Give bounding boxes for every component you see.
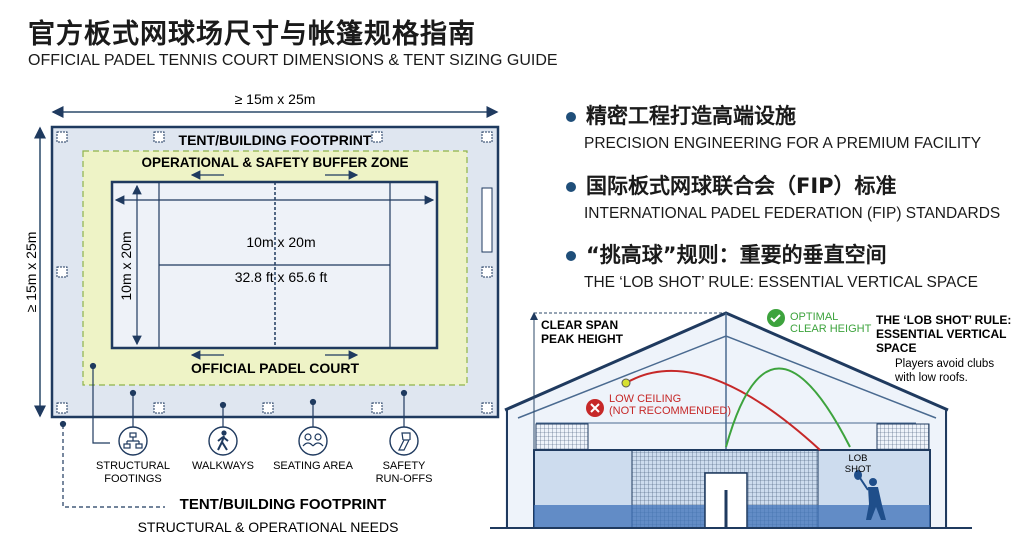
page-subtitle: OFFICIAL PADEL TENNIS COURT DIMENSIONS &… bbox=[28, 52, 558, 69]
rule-heading: SPACE bbox=[876, 341, 916, 355]
post-marker bbox=[153, 131, 165, 143]
post-marker bbox=[153, 402, 165, 414]
people-icon bbox=[298, 426, 328, 456]
bullet-1: 精密工程打造高端设施 PRECISION ENGINEERING FOR A P… bbox=[566, 100, 981, 153]
optimal-label: OPTIMAL bbox=[790, 311, 838, 323]
rule-heading: ESSENTIAL VERTICAL bbox=[876, 327, 1006, 341]
feature-label: WALKWAYS bbox=[192, 460, 254, 472]
court-side-dimension: 10m x 20m bbox=[118, 231, 134, 300]
entrance-door bbox=[481, 187, 493, 253]
court-label: OFFICIAL PADEL COURT bbox=[191, 360, 359, 376]
optimal-trajectory bbox=[725, 367, 851, 448]
feature-label: SAFETY bbox=[383, 460, 426, 472]
optimal-label: CLEAR HEIGHT bbox=[790, 323, 872, 335]
post-marker bbox=[481, 402, 493, 414]
bullet-dot-icon bbox=[566, 251, 576, 261]
feature-label: RUN-OFFS bbox=[376, 473, 433, 485]
post-marker bbox=[56, 131, 68, 143]
footprint-label: TENT/BUILDING FOOTPRINT bbox=[179, 132, 372, 148]
bullet-text: PRECISION ENGINEERING FOR A PREMIUM FACI… bbox=[584, 135, 982, 152]
low-ceiling-label: (NOT RECOMMENDED) bbox=[609, 405, 731, 417]
bullet-2: 国际板式网球联合会（FIP）标准 INTERNATIONAL PADEL FED… bbox=[566, 170, 1000, 223]
rule-note: with low roofs. bbox=[894, 372, 968, 384]
post-marker bbox=[481, 131, 493, 143]
lob-shot-label: SHOT bbox=[845, 464, 872, 475]
post-marker bbox=[56, 266, 68, 278]
height-dimension-label: ≥ 15m x 25m bbox=[23, 232, 39, 313]
lob-shot-label: LOB bbox=[848, 453, 867, 464]
bullet-3: “挑高球”规则：重要的垂直空间 THE ‘LOB SHOT’ RULE: ESS… bbox=[566, 239, 978, 292]
rule-heading: THE ‘LOB SHOT’ RULE: bbox=[876, 313, 1011, 327]
structural-posts bbox=[56, 131, 493, 414]
footer-subtitle: STRUCTURAL & OPERATIONAL NEEDS bbox=[138, 519, 399, 535]
footer-title: TENT/BUILDING FOOTPRINT bbox=[180, 496, 387, 513]
bullet-heading: “挑高球”规则：重要的垂直空间 bbox=[586, 243, 887, 267]
feature-label: FOOTINGS bbox=[104, 473, 161, 485]
post-marker bbox=[371, 131, 383, 143]
bullet-dot-icon bbox=[566, 182, 576, 192]
low-ceiling-trajectory bbox=[625, 370, 821, 451]
player-icon bbox=[854, 470, 886, 520]
low-ceiling-label: LOW CEILING bbox=[609, 393, 681, 405]
peak-height-label: PEAK HEIGHT bbox=[541, 332, 624, 346]
bullet-text: INTERNATIONAL PADEL FEDERATION (FIP) STA… bbox=[584, 205, 1001, 222]
feature-label: SEATING AREA bbox=[273, 460, 354, 472]
tent-section-diagram: CLEAR SPAN PEAK HEIGHT OPTIMAL CLEAR HEI… bbox=[490, 309, 1011, 529]
width-dimension-label: ≥ 15m x 25m bbox=[235, 91, 316, 107]
page-title: 官方板式网球场尺寸与帐篷规格指南 bbox=[28, 19, 476, 50]
bullet-heading: 国际板式网球联合会（FIP）标准 bbox=[586, 174, 897, 198]
ball-icon bbox=[621, 378, 631, 388]
post-marker bbox=[262, 402, 274, 414]
feature-label: STRUCTURAL bbox=[96, 460, 170, 472]
bullet-text: THE ‘LOB SHOT’ RULE: ESSENTIAL VERTICAL … bbox=[584, 274, 978, 291]
bullet-dot-icon bbox=[566, 112, 576, 122]
post-marker bbox=[56, 402, 68, 414]
buffer-label: OPERATIONAL & SAFETY BUFFER ZONE bbox=[141, 155, 408, 170]
court-dimension-metric: 10m x 20m bbox=[246, 234, 315, 250]
rule-note: Players avoid clubs bbox=[895, 358, 994, 370]
court-dimension-imperial: 32.8 ft x 65.6 ft bbox=[235, 269, 328, 285]
bullet-heading: 精密工程打造高端设施 bbox=[586, 104, 796, 128]
post-marker bbox=[481, 266, 493, 278]
post-marker bbox=[371, 402, 383, 414]
peak-height-label: CLEAR SPAN bbox=[541, 318, 618, 332]
